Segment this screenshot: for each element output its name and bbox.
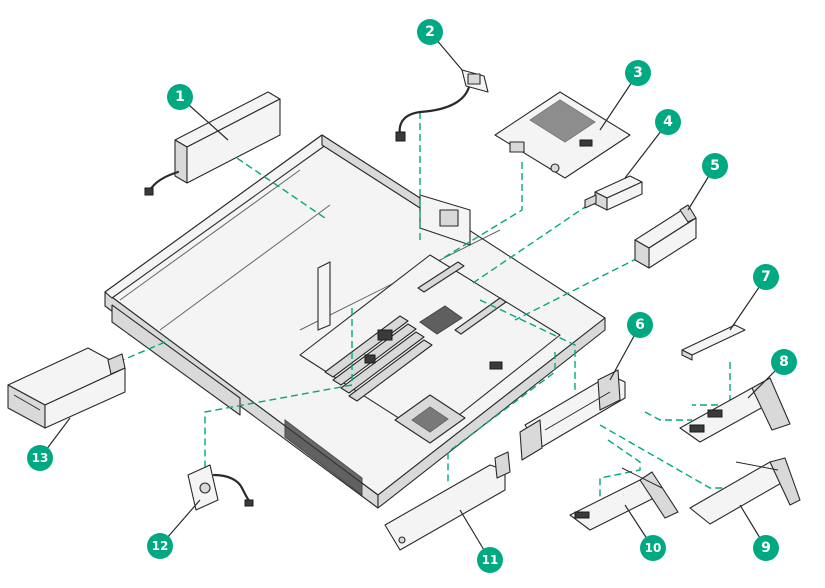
callout-6: 6 (627, 312, 653, 338)
callout-13-label: 13 (32, 451, 49, 465)
front-vent-grille (284, 418, 363, 497)
callout-5: 5 (702, 153, 728, 179)
part-3-controller-board (494, 91, 631, 179)
callout-7: 7 (753, 264, 779, 290)
callout-6-label: 6 (635, 317, 645, 333)
part-5-blank-module (634, 204, 697, 269)
callout-8-label: 8 (779, 354, 789, 370)
part-12-front-io-module (187, 464, 254, 511)
rear-bracket (419, 194, 471, 246)
part-8-adapter-card (679, 377, 791, 443)
callout-2-label: 2 (425, 24, 435, 40)
callout-5-label: 5 (710, 158, 720, 174)
part-9-pcie-card (689, 457, 801, 525)
callout-12-label: 12 (152, 539, 169, 553)
callout-markers: 1 2 3 4 5 6 7 8 (27, 19, 797, 573)
callout-8: 8 (771, 349, 797, 375)
part-2-cable-assembly (395, 69, 489, 142)
callout-4-label: 4 (663, 114, 673, 130)
callout-7-label: 7 (761, 269, 771, 285)
callout-3-label: 3 (633, 65, 643, 81)
callout-11: 11 (477, 547, 503, 573)
callout-12: 12 (147, 533, 173, 559)
callout-10: 10 (640, 535, 666, 561)
callout-11-label: 11 (482, 553, 499, 567)
callout-2: 2 (417, 19, 443, 45)
callout-9-label: 9 (761, 540, 771, 556)
chipset-heatsink (419, 305, 463, 335)
callout-4: 4 (655, 109, 681, 135)
callout-9: 9 (753, 535, 779, 561)
chassis-standoff (317, 261, 331, 331)
part-10-pcie-card (569, 467, 679, 531)
part-6-riser-cage (519, 369, 626, 461)
callout-1: 1 (167, 84, 193, 110)
part-4-usb-device (584, 175, 643, 211)
part-1-fan-module (144, 91, 281, 196)
callout-13: 13 (27, 445, 53, 471)
part-13-optical-drive (7, 347, 126, 429)
callout-3: 3 (625, 60, 651, 86)
callout-10-label: 10 (645, 541, 662, 555)
callout-1-label: 1 (175, 89, 185, 105)
part-11-bracket (384, 451, 511, 551)
part-7-m2-card (681, 324, 746, 361)
